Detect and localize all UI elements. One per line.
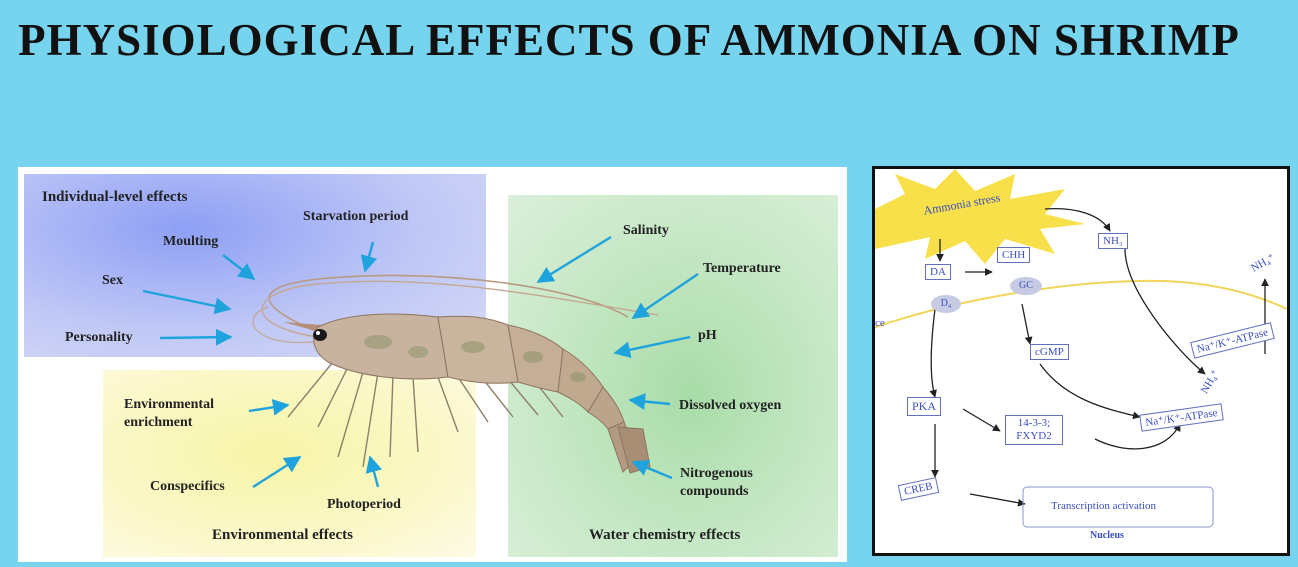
- arrow-icon: [249, 405, 288, 411]
- shrimp-illustration: [18, 167, 847, 562]
- individual-effects-heading: Individual-level effects: [42, 189, 187, 206]
- ammonia-pathway-diagram: Ammonia stress ce DA CHH NH₃ D₄ GC NH₄⁺ …: [872, 166, 1290, 556]
- pathway-lines: [875, 169, 1287, 553]
- nucleus-label: Nucleus: [1090, 530, 1124, 541]
- water-chemistry-heading: Water chemistry effects: [589, 527, 740, 544]
- label-temperature: Temperature: [703, 261, 781, 277]
- arrow-icon: [630, 400, 670, 404]
- node-chh: CHH: [997, 247, 1030, 263]
- label-ph: pH: [698, 328, 717, 344]
- arrow-icon: [143, 291, 230, 309]
- label-nitrogenous-compounds: Nitrogenous compounds: [680, 465, 800, 501]
- label-salinity: Salinity: [623, 223, 669, 239]
- label-conspecifics: Conspecifics: [150, 479, 225, 495]
- label-photoperiod: Photoperiod: [327, 497, 401, 513]
- arrow-icon: [615, 337, 690, 353]
- label-starvation-period: Starvation period: [303, 209, 408, 225]
- label-sex: Sex: [102, 273, 123, 289]
- arrow-icon: [160, 337, 231, 338]
- shrimp-effects-figure: Individual-level effects Moulting Starva…: [18, 167, 847, 562]
- node-14-3-3-fxyd2: 14-3-3; FXYD2: [1005, 415, 1063, 445]
- node-d4: D₄: [931, 295, 961, 313]
- node-pka: PKA: [907, 397, 941, 416]
- slide-title: PHYSIOLOGICAL EFFECTS OF AMMONIA ON SHRI…: [0, 14, 1258, 66]
- node-transcription-activation: Transcription activation: [1051, 500, 1156, 512]
- arrow-icon: [370, 457, 378, 487]
- arrow-icon: [365, 242, 373, 271]
- label-dissolved-oxygen: Dissolved oxygen: [679, 398, 781, 414]
- environmental-effects-heading: Environmental effects: [212, 527, 353, 544]
- node-da: DA: [925, 264, 951, 280]
- label-environmental-enrichment: Environmental enrichment: [124, 396, 239, 432]
- node-cgmp: cGMP: [1030, 344, 1069, 360]
- label-moulting: Moulting: [163, 234, 218, 250]
- stress-burst-icon: [875, 169, 1085, 264]
- arrow-icon: [633, 274, 698, 318]
- arrow-icon: [538, 237, 611, 282]
- arrow-icon: [253, 457, 300, 487]
- node-nh3: NH₃: [1098, 233, 1128, 249]
- ce-label: ce: [875, 317, 885, 329]
- arrow-icon: [223, 255, 254, 279]
- label-personality: Personality: [65, 330, 133, 346]
- node-gc: GC: [1010, 277, 1042, 295]
